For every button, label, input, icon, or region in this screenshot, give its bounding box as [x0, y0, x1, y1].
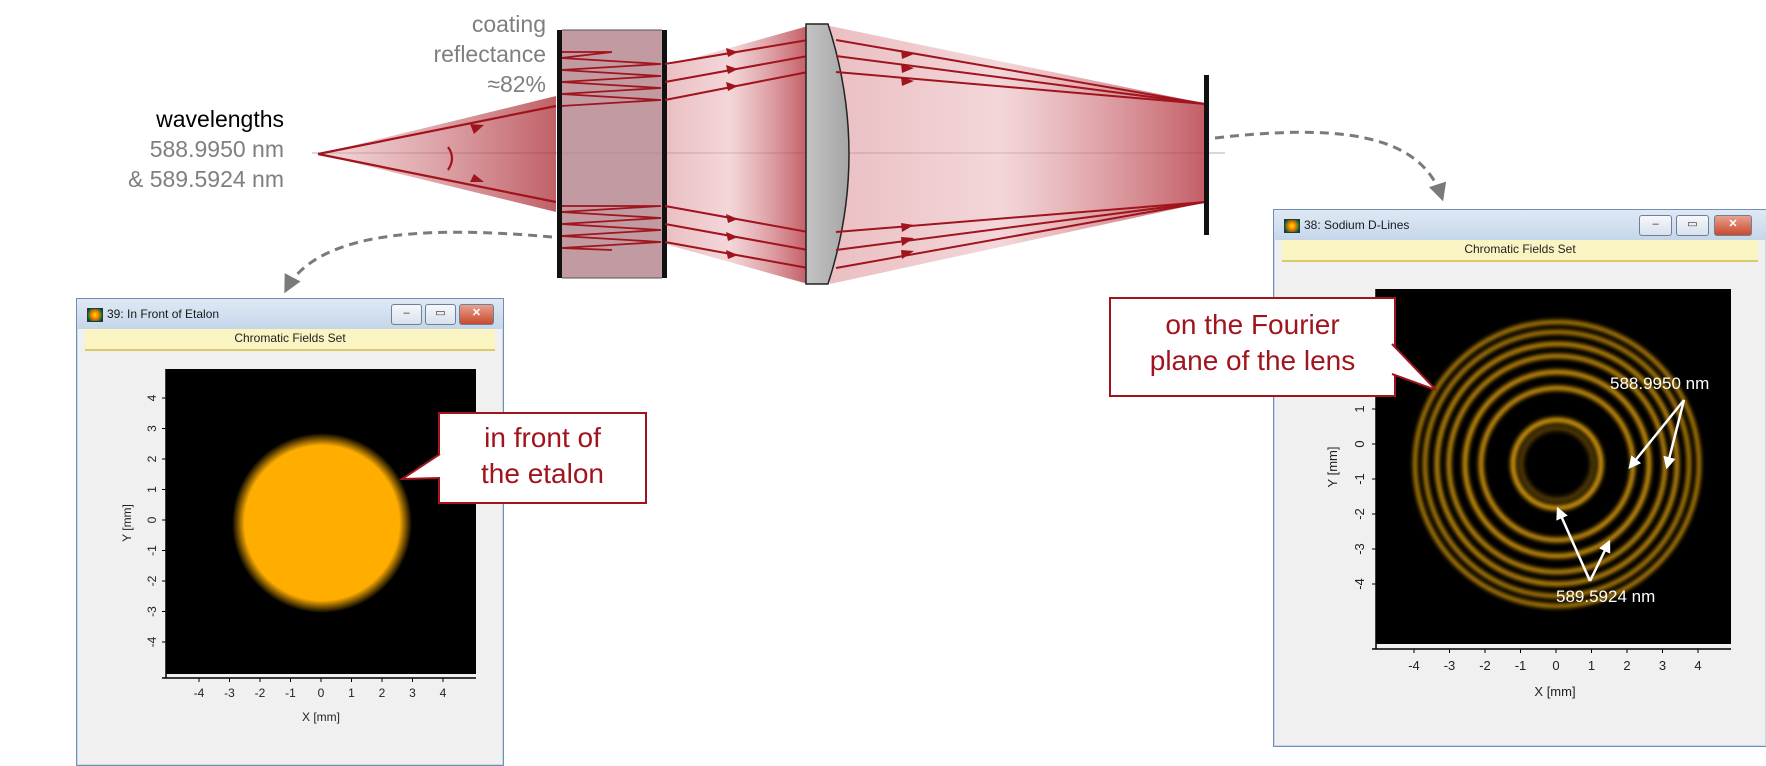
- etalon-right-plate: [662, 30, 667, 278]
- y-tick-label: -1: [145, 545, 159, 556]
- y-tick-label: -3: [1352, 543, 1367, 555]
- window-in-front-of-etalon: 39: In Front of Etalon – ▭ ✕ Chromatic F…: [76, 298, 504, 766]
- window-title: 38: Sodium D-Lines: [1304, 218, 1410, 232]
- beam-etalon-to-lens: [665, 26, 808, 284]
- callout-fourier-line1: on the Fourier: [1165, 309, 1340, 340]
- x-axis-label: X [mm]: [1534, 684, 1575, 699]
- wavelength-1-label: 588.9950 nm: [149, 136, 284, 162]
- y-tick-label: 4: [145, 394, 159, 401]
- callout-etalon-line2: the etalon: [481, 458, 604, 489]
- x-ticks: -4 -3 -2 -1 0 1 2 3 4: [1408, 649, 1702, 673]
- callout-pointer: [398, 453, 441, 481]
- minimize-button[interactable]: –: [1639, 215, 1672, 236]
- y-tick-label: 3: [145, 425, 159, 432]
- y-tick-label: 2: [145, 455, 159, 462]
- x-tick-label: -3: [1444, 658, 1456, 673]
- app-icon: [87, 308, 103, 322]
- maximize-button[interactable]: ▭: [1676, 215, 1709, 236]
- rays-to-detector: [835, 39, 1206, 269]
- y-tick-label: -2: [1352, 508, 1367, 520]
- dashed-arrow-left: [284, 230, 553, 294]
- y-ticks: 1 0 -1 -2 -3 -4: [1352, 405, 1376, 590]
- callout-etalon-line1: in front of: [484, 422, 601, 453]
- window-sodium-d-lines: 38: Sodium D-Lines – ▭ ✕ Chromatic Field…: [1273, 209, 1766, 747]
- x-tick-label: 1: [1588, 658, 1595, 673]
- callout-pointer: [1391, 343, 1437, 391]
- y-tick-label: 1: [145, 486, 159, 493]
- app-icon: [1284, 219, 1300, 233]
- y-axis-label: Y [mm]: [120, 504, 134, 542]
- window-titlebar[interactable]: 38: Sodium D-Lines – ▭ ✕: [1274, 210, 1766, 240]
- minimize-button[interactable]: –: [391, 304, 422, 325]
- x-tick-label: 3: [409, 686, 416, 700]
- x-tick-label: -1: [1515, 658, 1527, 673]
- chromatic-fields-header: Chromatic Fields Set: [85, 329, 495, 351]
- x-ticks: -4 -3 -2 -1 0 1 2 3 4: [194, 678, 447, 700]
- x-tick-label: -2: [1479, 658, 1491, 673]
- x-tick-label: -2: [255, 686, 266, 700]
- coating-label-line3: ≈82%: [487, 71, 546, 97]
- etalon-zigzag-rays: [560, 51, 662, 251]
- y-axis-label: Y [mm]: [1325, 447, 1340, 488]
- x-tick-label: -1: [285, 686, 296, 700]
- wavelength-2-label: & 589.5924 nm: [127, 166, 284, 192]
- coating-label-line1: coating: [471, 11, 546, 37]
- input-rays: [317, 104, 557, 204]
- x-tick-label: 4: [440, 686, 447, 700]
- callout-fourier-plane: on the Fourier plane of the lens: [1109, 297, 1437, 397]
- x-axis-label: X [mm]: [302, 710, 340, 724]
- y-tick-label: -1: [1352, 473, 1367, 485]
- x-tick-label: -4: [1408, 658, 1420, 673]
- beam-cone-input: [318, 96, 556, 212]
- y-tick-label: 0: [145, 516, 159, 523]
- field-plot-left: -4 -3 -2 -1 0 1 2 3 4 4 3 2 1 0 -1 -2 -3 -4 X [mm] Y [mm…: [120, 369, 476, 724]
- y-ticks: 4 3 2 1 0 -1 -2 -3 -4: [145, 394, 166, 647]
- maximize-button[interactable]: ▭: [425, 304, 456, 325]
- field-disc: [232, 433, 412, 613]
- detector-plane: [1204, 75, 1209, 235]
- close-button[interactable]: ✕: [1714, 215, 1752, 236]
- annotation-588-nm: 588.9950 nm: [1610, 374, 1709, 393]
- x-tick-label: 0: [1552, 658, 1559, 673]
- callout-fourier-line2: plane of the lens: [1149, 345, 1356, 376]
- x-tick-label: 1: [348, 686, 355, 700]
- chromatic-fields-header: Chromatic Fields Set: [1282, 240, 1758, 262]
- x-tick-label: -3: [224, 686, 235, 700]
- wavelengths-title: wavelengths: [156, 106, 284, 132]
- y-tick-label: 0: [1352, 440, 1367, 447]
- x-tick-label: 3: [1659, 658, 1666, 673]
- callout-in-front-of-etalon: in front of the etalon: [398, 412, 647, 504]
- field-plot-right: 588.9950 nm 589.5924 nm -4 -3 -2 -1 0 1 2 3 4 1 0…: [1325, 289, 1731, 699]
- y-tick-label: -3: [145, 606, 159, 617]
- etalon-left-plate: [557, 30, 562, 278]
- x-tick-label: 2: [1623, 658, 1630, 673]
- close-button[interactable]: ✕: [459, 304, 494, 325]
- x-tick-label: 0: [318, 686, 325, 700]
- annotation-589-nm: 589.5924 nm: [1556, 587, 1655, 606]
- window-titlebar[interactable]: 39: In Front of Etalon – ▭ ✕: [77, 299, 503, 329]
- y-tick-label: -2: [145, 575, 159, 586]
- coating-label-line2: reflectance: [433, 41, 546, 67]
- annotation-arrows: [1556, 399, 1686, 582]
- dashed-arrow-right: [1214, 130, 1447, 202]
- y-tick-label: -4: [1352, 578, 1367, 590]
- x-tick-label: 2: [379, 686, 386, 700]
- window-title: 39: In Front of Etalon: [107, 307, 220, 321]
- x-tick-label: 4: [1694, 658, 1701, 673]
- y-tick-label: -4: [145, 636, 159, 647]
- x-tick-label: -4: [194, 686, 205, 700]
- beam-lens-to-detector: [830, 26, 1207, 284]
- plano-convex-lens: [805, 23, 850, 285]
- y-tick-label: 1: [1352, 405, 1367, 412]
